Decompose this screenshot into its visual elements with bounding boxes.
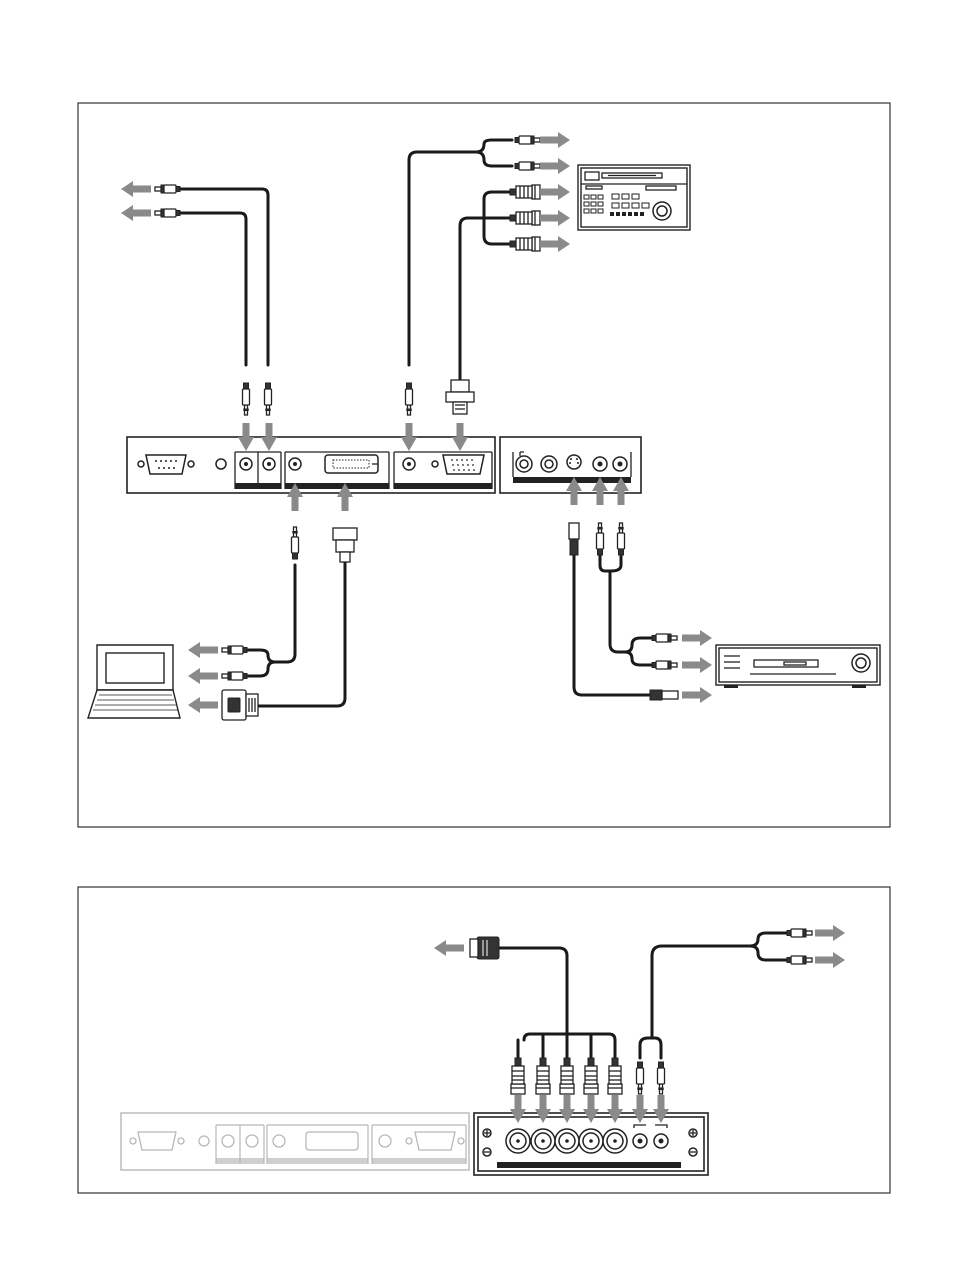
- s-video-jack: [567, 455, 581, 469]
- hd15-plug-lower: [470, 937, 499, 959]
- dvi-plug-left: [222, 690, 258, 720]
- vtr-deck-icon: [578, 165, 690, 230]
- bnc-jacks: [506, 1129, 627, 1153]
- laptop-computer-icon: [88, 645, 180, 718]
- dvi-port: [325, 455, 378, 473]
- input-b-audio-jack: [403, 458, 415, 470]
- main-input-panel-dimmed: [121, 1113, 469, 1170]
- control-jack: [216, 459, 226, 469]
- vcr-icon: [716, 645, 880, 688]
- main-input-panel: [127, 437, 495, 493]
- input-a-audio-jack: [289, 458, 301, 470]
- s-video-plug-top: [569, 523, 579, 555]
- s-video-plug-right: [650, 690, 678, 700]
